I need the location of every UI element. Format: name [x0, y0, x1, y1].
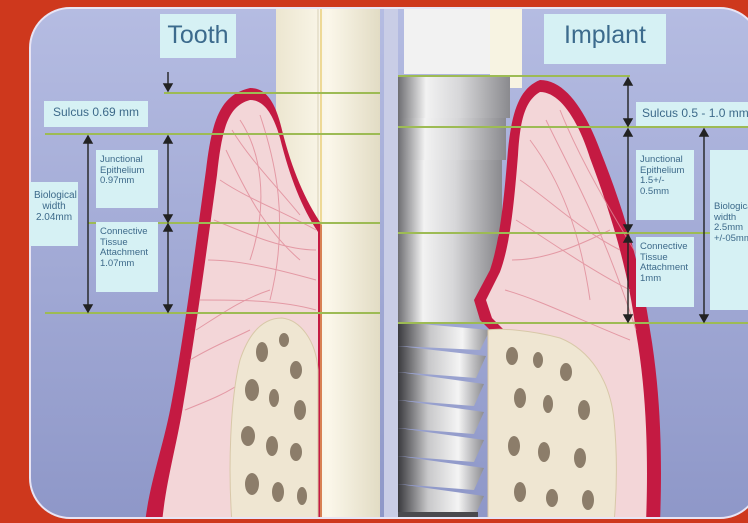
implant-junctional-epithelium-label: Junctional Epithelium 1.5+/- 0.5mm [636, 150, 694, 220]
implant-abutment-upper [398, 76, 510, 118]
implant-connective-tissue-label: Connective Tissue Attachment 1mm [636, 237, 694, 307]
panel-divider [384, 8, 398, 523]
tooth-connective-tissue-label: Connective Tissue Attachment 1.07mm [96, 222, 158, 292]
implant-abutment-lower [398, 160, 502, 232]
implant-title: Implant [544, 14, 666, 64]
tooth-biological-width-label: Biological width 2.04mm [30, 182, 78, 246]
implant-sulcus-label: Sulcus 0.5 - 1.0 mm [636, 102, 748, 126]
tooth-junctional-epithelium-label: Junctional Epithelium 0.97mm [96, 150, 158, 208]
tooth-title: Tooth [160, 14, 236, 58]
implant-biological-width-label: Biological width 2.5mm +/-05mm [710, 150, 748, 310]
implant-abutment-middle [398, 118, 506, 160]
tooth-sulcus-label: Sulcus 0.69 mm [44, 101, 148, 127]
implant-crown [404, 8, 500, 74]
